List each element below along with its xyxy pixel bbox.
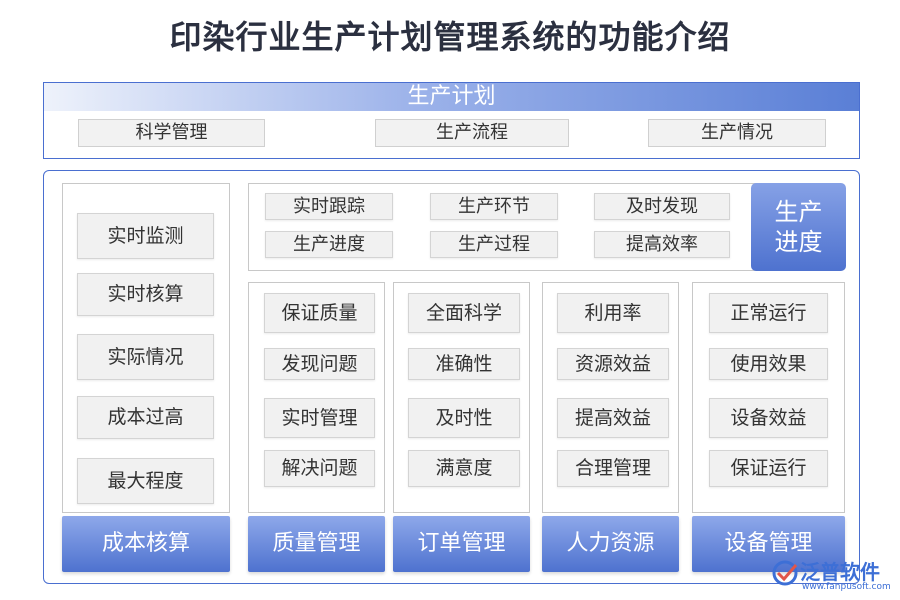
plan-item-production-flow: 生产流程	[375, 119, 569, 147]
progress-item-realtime-tracking: 实时跟踪	[265, 193, 393, 220]
logo-url: www.fanpusoft.com	[802, 582, 891, 592]
production-plan-header: 生产计划	[44, 83, 859, 111]
cost-item-realtime-accounting: 实时核算	[77, 273, 214, 316]
plan-item-scientific-management: 科学管理	[78, 119, 265, 147]
quality-item-solve-problems: 解决问题	[264, 450, 375, 487]
cost-accounting-label: 成本核算	[62, 516, 230, 572]
hr-item-rational-management: 合理管理	[557, 450, 669, 487]
logo-name: 泛普软件	[800, 560, 880, 584]
production-progress-label-line2: 进度	[774, 228, 823, 256]
progress-item-production-process: 生产过程	[430, 231, 558, 258]
progress-item-production-progress: 生产进度	[265, 231, 393, 258]
equipment-item-ensure-operation: 保证运行	[709, 450, 828, 487]
hr-item-resource-benefit: 资源效益	[557, 348, 669, 380]
human-resources-label: 人力资源	[542, 516, 679, 572]
progress-item-timely-discovery: 及时发现	[594, 193, 730, 220]
progress-item-production-stage: 生产环节	[430, 193, 558, 220]
cost-item-cost-too-high: 成本过高	[77, 396, 214, 439]
equipment-item-equipment-benefit: 设备效益	[709, 398, 828, 438]
quality-item-realtime-management: 实时管理	[264, 398, 375, 438]
order-item-comprehensive-scientific: 全面科学	[408, 293, 520, 333]
plan-item-production-status: 生产情况	[648, 119, 826, 147]
equipment-item-normal-operation: 正常运行	[709, 293, 828, 333]
order-item-accuracy: 准确性	[408, 348, 520, 380]
order-management-label: 订单管理	[393, 516, 530, 572]
quality-item-find-problems: 发现问题	[264, 348, 375, 380]
equipment-management-label: 设备管理	[692, 516, 845, 572]
production-plan-panel: 生产计划 科学管理 生产流程 生产情况	[43, 82, 860, 159]
production-progress-label-line1: 生产	[774, 198, 823, 226]
quality-management-label: 质量管理	[248, 516, 385, 572]
quality-item-ensure-quality: 保证质量	[264, 293, 375, 333]
cost-item-realtime-monitoring: 实时监测	[77, 213, 214, 259]
fanpu-logo: 泛普软件 www.fanpusoft.com	[772, 556, 897, 598]
hr-item-improve-benefit: 提高效益	[557, 398, 669, 438]
cost-item-actual-situation: 实际情况	[77, 334, 214, 380]
order-item-satisfaction: 满意度	[408, 450, 520, 487]
cost-item-maximum-degree: 最大程度	[77, 458, 214, 504]
fanpu-logo-icon	[772, 560, 798, 586]
equipment-item-usage-effect: 使用效果	[709, 348, 828, 380]
production-progress-label: 生产 进度	[751, 183, 846, 271]
progress-item-improve-efficiency: 提高效率	[594, 231, 730, 258]
order-item-timeliness: 及时性	[408, 398, 520, 438]
page-title: 印染行业生产计划管理系统的功能介绍	[169, 18, 731, 56]
hr-item-utilization: 利用率	[557, 293, 669, 333]
